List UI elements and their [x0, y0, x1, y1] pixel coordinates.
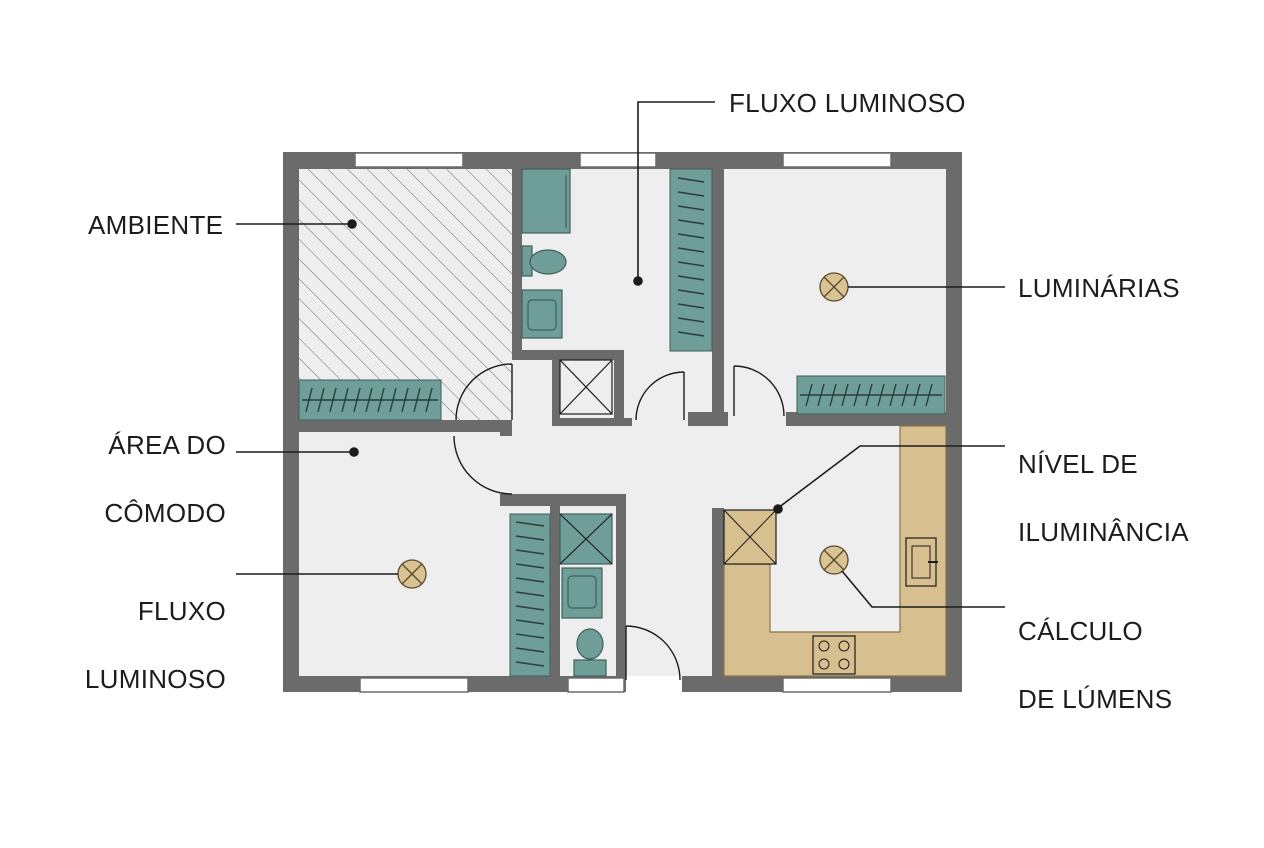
label-calculo-line1: CÁLCULO [1018, 616, 1143, 646]
label-calculo-line2: DE LÚMENS [1018, 684, 1173, 714]
light-fixtures [397, 272, 849, 589]
label-area-line2: CÔMODO [104, 498, 226, 528]
entry-gap [626, 676, 682, 693]
interior-walls [283, 160, 956, 684]
windows [354, 152, 892, 693]
stove [812, 635, 856, 675]
toilet-bottom-bowl [576, 628, 604, 660]
toilet-bowl [529, 249, 567, 275]
doors [453, 363, 785, 681]
closets [298, 168, 946, 677]
bathroom-bottom [559, 513, 613, 677]
luminaria-left-bedroom [397, 559, 427, 589]
label-fluxo-left-line1: FLUXO [137, 596, 226, 626]
leader-lines [236, 101, 1005, 608]
luminaria-kitchen [819, 545, 849, 575]
bathtub [521, 168, 571, 234]
kitchen-counter [723, 425, 947, 677]
kitchen [723, 425, 947, 677]
sink-top [521, 289, 563, 339]
bathroom-top [521, 168, 613, 415]
label-luminarias: LUMINÁRIAS [1018, 273, 1180, 303]
luminaria-right-bedroom [819, 272, 849, 302]
leader-fluxo-top [637, 101, 715, 280]
label-area-line1: ÁREA DO [108, 430, 226, 460]
toilet-bottom-tank [573, 659, 607, 677]
label-nivel-line1: NÍVEL DE [1018, 449, 1138, 479]
label-fluxo-luminoso-left: FLUXO LUMINOSO [80, 560, 226, 730]
label-nivel-de-iluminancia: NÍVEL DE ILUMINÂNCIA [1018, 413, 1189, 583]
label-fluxo-left-line2: LUMINOSO [84, 664, 226, 694]
label-nivel-line2: ILUMINÂNCIA [1018, 517, 1189, 547]
label-area-do-comodo: ÁREA DO CÔMODO [90, 394, 226, 564]
label-fluxo-luminoso-top: FLUXO LUMINOSO [729, 88, 966, 118]
closet-hall [669, 168, 713, 352]
label-ambiente: AMBIENTE [88, 210, 224, 240]
closet-bottom [509, 513, 551, 677]
ambiente-hatched-area [299, 169, 512, 420]
label-calculo-de-lumens: CÁLCULO DE LÚMENS [1018, 580, 1172, 750]
leader-calculo [841, 570, 1005, 608]
leader-nivel [777, 445, 1005, 509]
